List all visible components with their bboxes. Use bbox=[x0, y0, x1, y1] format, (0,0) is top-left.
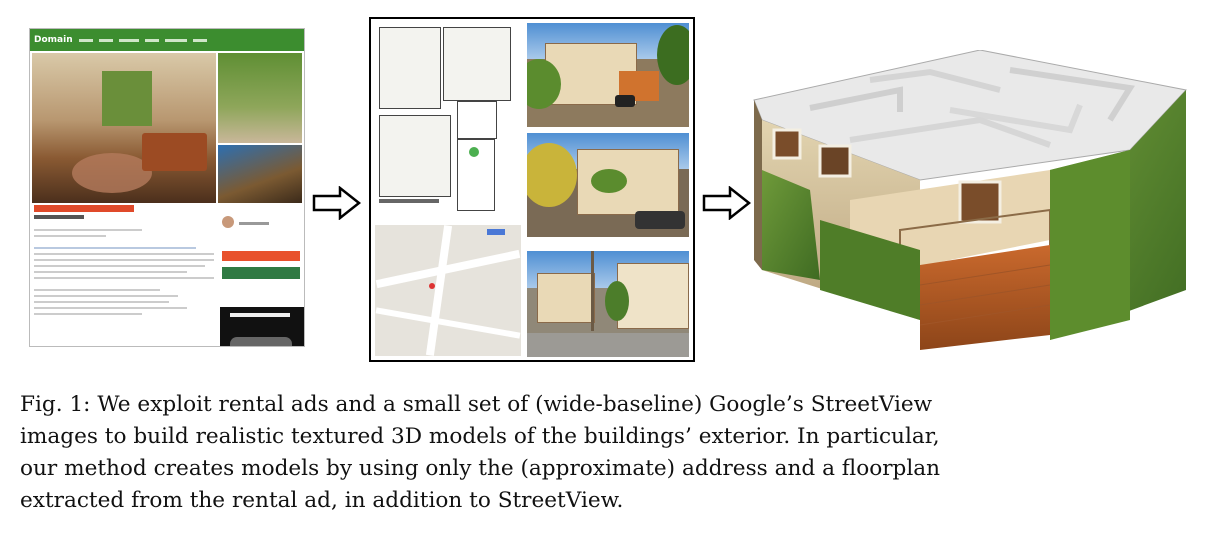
floorplan-mid bbox=[443, 27, 511, 101]
caption-text-1: We exploit rental ads and a small set of… bbox=[97, 392, 933, 417]
listing-title bbox=[34, 215, 84, 219]
agency-logo bbox=[222, 267, 300, 279]
arrow-icon bbox=[312, 186, 362, 220]
inspection-banner bbox=[34, 205, 134, 212]
caption-line-4: extracted from the rental ad, in additio… bbox=[20, 488, 624, 513]
arrow-icon bbox=[702, 186, 752, 220]
floorplan-box bbox=[457, 101, 497, 139]
textured-3d-model bbox=[753, 50, 1187, 350]
caption-line-1: Fig. 1: We exploit rental ads and a smal… bbox=[20, 389, 1200, 421]
email-agent-button bbox=[222, 251, 300, 261]
figure-caption: Fig. 1: We exploit rental ads and a smal… bbox=[20, 389, 1200, 517]
site-logo: Domain bbox=[34, 35, 73, 45]
floorplan-streetview-panel bbox=[369, 17, 695, 362]
advertisement bbox=[220, 307, 304, 346]
streetview-photo-3 bbox=[527, 251, 689, 357]
courtyard-photo bbox=[218, 53, 302, 143]
exterior-photo bbox=[218, 145, 302, 203]
floorplan-ground bbox=[379, 115, 451, 197]
listing-description bbox=[34, 229, 214, 319]
caption-line-3: our method creates models by using only … bbox=[20, 456, 941, 481]
caption-line-2: images to build realistic textured 3D mo… bbox=[20, 424, 940, 449]
interior-photo bbox=[32, 53, 216, 203]
streetview-photo-1 bbox=[527, 23, 689, 127]
agent-avatar bbox=[222, 216, 234, 228]
rental-ad-screenshot: Domain bbox=[29, 28, 305, 347]
site-navbar: Domain bbox=[30, 29, 304, 51]
location-pin-icon bbox=[429, 283, 435, 289]
street-map bbox=[375, 225, 521, 356]
caption-label: Fig. 1: bbox=[20, 392, 91, 417]
streetview-photo-2 bbox=[527, 133, 689, 237]
agent-card bbox=[222, 213, 300, 232]
floorplan-upper bbox=[379, 27, 441, 109]
